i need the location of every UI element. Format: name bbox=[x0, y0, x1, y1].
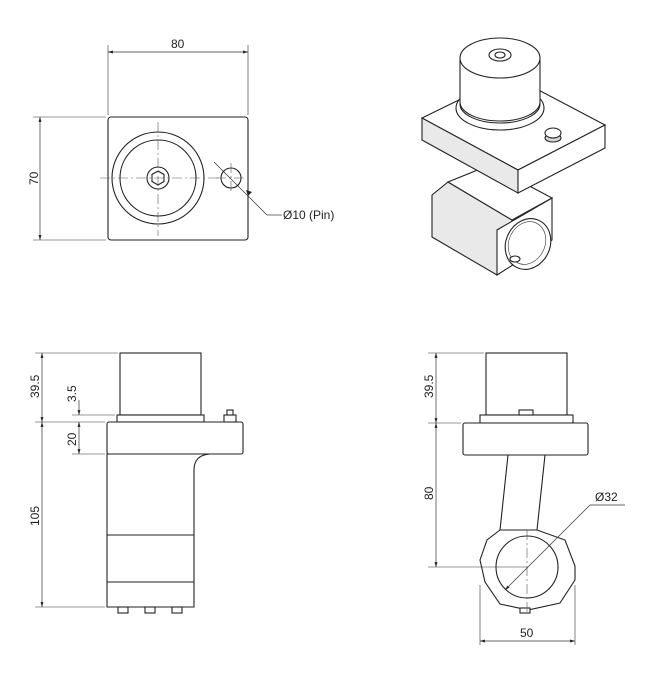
pin-callout-label: Ø10 (Pin) bbox=[283, 208, 334, 222]
side-body-label: 105 bbox=[28, 506, 42, 526]
front-width-label: 50 bbox=[520, 626, 534, 640]
top-view: 80 70 Ø10 (Pin) bbox=[27, 37, 334, 241]
front-cap-height-label: 39.5 bbox=[422, 374, 436, 398]
front-bore-label: Ø32 bbox=[595, 490, 618, 504]
front-view: Ø32 39.5 80 50 bbox=[422, 352, 625, 645]
side-view: 39.5 3.5 20 105 bbox=[28, 352, 244, 614]
side-cap-height-label: 39.5 bbox=[28, 374, 42, 398]
side-gap-label: 3.5 bbox=[65, 385, 79, 402]
isometric-view bbox=[420, 37, 607, 277]
front-arm-label: 80 bbox=[422, 486, 436, 500]
top-height-label: 70 bbox=[27, 171, 41, 185]
side-flange-label: 20 bbox=[65, 432, 79, 446]
top-width-label: 80 bbox=[171, 37, 185, 51]
